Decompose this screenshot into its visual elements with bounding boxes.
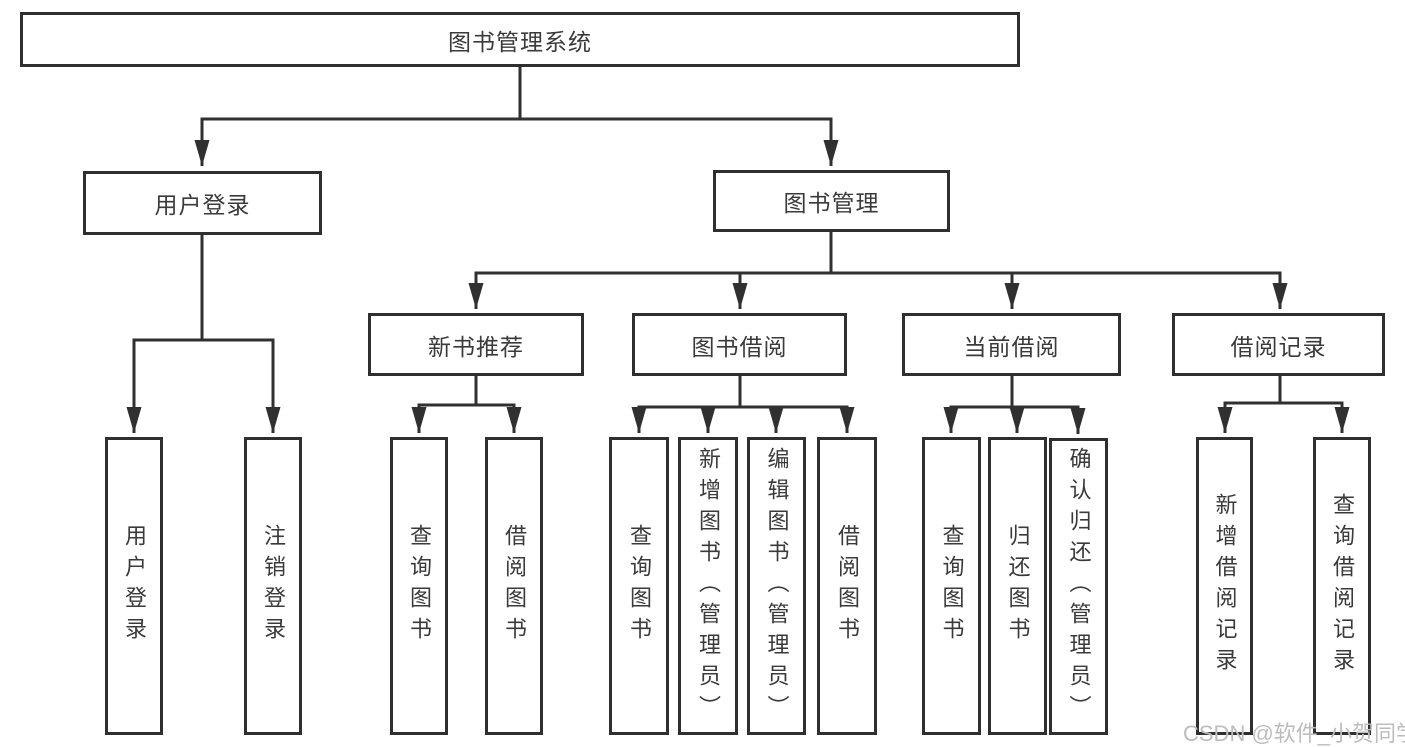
node-book-borrow-label: 图书借阅 bbox=[691, 333, 788, 360]
node-root-label: 图书管理系统 bbox=[448, 28, 592, 55]
node-user-login-label: 用户登录 bbox=[154, 192, 251, 218]
leaf-query-book-c: 查询图书 bbox=[922, 437, 981, 735]
leaf-query-book-a-label: 查询图书 bbox=[407, 524, 432, 648]
leaf-user-login: 用户登录 bbox=[105, 437, 163, 735]
leaf-borrow-book-b-label: 借阅图书 bbox=[835, 524, 860, 648]
node-user-login: 用户登录 bbox=[83, 171, 322, 235]
leaf-borrow-book-a-label: 借阅图书 bbox=[502, 524, 527, 648]
leaf-add-borrow-record-label: 新增借阅记录 bbox=[1212, 493, 1238, 679]
leaf-query-book-a: 查询图书 bbox=[390, 437, 448, 735]
leaf-logout-login-label: 注销登录 bbox=[261, 524, 286, 648]
leaf-query-book-b: 查询图书 bbox=[609, 437, 669, 735]
node-book-management: 图书管理 bbox=[713, 170, 950, 232]
leaf-add-borrow-record: 新增借阅记录 bbox=[1196, 437, 1253, 735]
leaf-add-book-admin-label: 新增图书（管理员） bbox=[696, 446, 721, 726]
node-root: 图书管理系统 bbox=[20, 12, 1020, 67]
leaf-edit-book-admin: 编辑图书（管理员） bbox=[747, 437, 806, 735]
leaf-confirm-return-admin: 确认归还（管理员） bbox=[1049, 438, 1108, 735]
node-current-borrow-label: 当前借阅 bbox=[963, 333, 1060, 360]
leaf-return-book-label: 归还图书 bbox=[1005, 524, 1031, 648]
leaf-return-book: 归还图书 bbox=[988, 437, 1047, 735]
leaf-add-book-admin: 新增图书（管理员） bbox=[678, 437, 738, 735]
node-book-borrow: 图书借阅 bbox=[632, 313, 847, 376]
node-borrow-record: 借阅记录 bbox=[1172, 313, 1385, 376]
node-new-book-recommend: 新书推荐 bbox=[368, 313, 584, 376]
node-current-borrow: 当前借阅 bbox=[902, 313, 1121, 376]
leaf-logout-login: 注销登录 bbox=[244, 437, 302, 735]
leaf-edit-book-admin-label: 编辑图书（管理员） bbox=[764, 446, 790, 726]
leaf-confirm-return-admin-label: 确认归还（管理员） bbox=[1066, 447, 1092, 726]
leaf-query-borrow-record-label: 查询借阅记录 bbox=[1330, 493, 1355, 679]
leaf-user-login-label: 用户登录 bbox=[122, 524, 147, 648]
leaf-query-borrow-record: 查询借阅记录 bbox=[1313, 437, 1371, 735]
node-new-book-recommend-label: 新书推荐 bbox=[428, 333, 524, 360]
leaf-borrow-book-a: 借阅图书 bbox=[485, 437, 543, 735]
node-borrow-record-label: 借阅记录 bbox=[1230, 333, 1327, 360]
csdn-watermark: CSDN @软件_小贺同学 bbox=[1183, 721, 1405, 746]
node-book-management-label: 图书管理 bbox=[783, 190, 880, 216]
leaf-borrow-book-b: 借阅图书 bbox=[817, 437, 877, 735]
leaf-query-book-b-label: 查询图书 bbox=[627, 524, 652, 648]
leaf-query-book-c-label: 查询图书 bbox=[939, 524, 965, 648]
